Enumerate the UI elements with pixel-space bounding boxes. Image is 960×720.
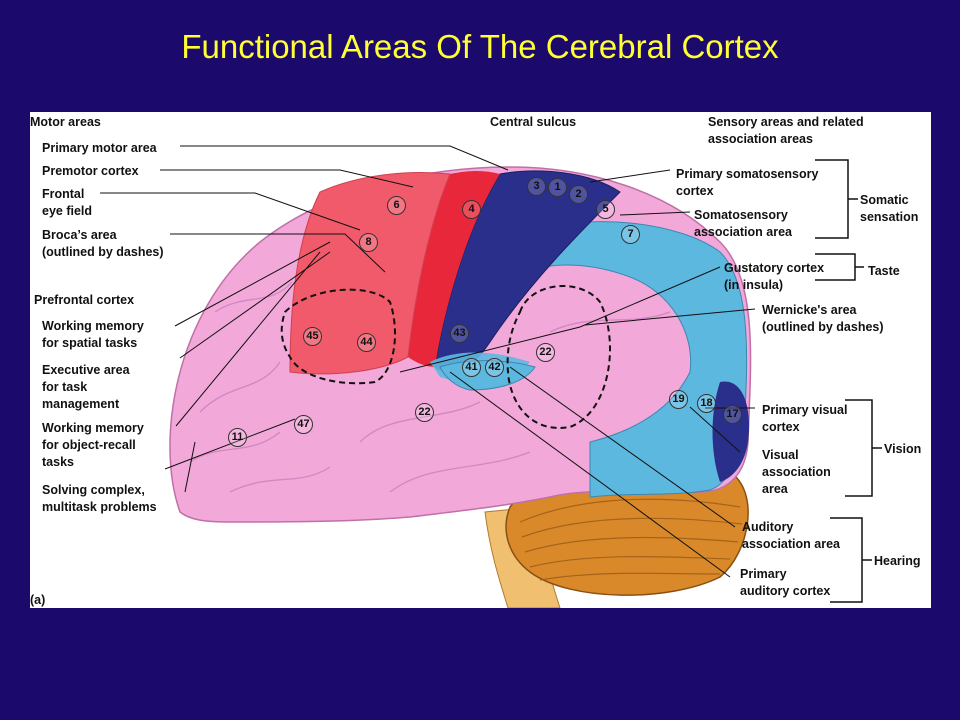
- auditory-association-label: Auditory association area: [742, 520, 840, 551]
- area-number: 43: [450, 324, 469, 343]
- area-number: 8: [359, 233, 378, 252]
- motor-areas-heading: Motor areas: [30, 115, 101, 129]
- bracket-lines: [815, 159, 882, 603]
- primary-motor-strip: [408, 171, 500, 367]
- primary-visual-label: Primary visual cortex: [762, 403, 848, 434]
- area-number: 17: [723, 405, 742, 424]
- somatic-sensation-label: Somatic sensation: [860, 193, 919, 224]
- area-number: 22: [536, 343, 555, 362]
- broca-outline: [280, 288, 396, 385]
- area-number: 18: [697, 394, 716, 413]
- area-number: 2: [569, 185, 588, 204]
- sensory-areas-heading: Sensory areas and related association ar…: [708, 115, 864, 146]
- executive-area-label: Executive area for task management: [42, 363, 130, 411]
- figure-label: (a): [30, 593, 46, 607]
- leader-lines: [100, 145, 756, 578]
- area-number: 7: [621, 225, 640, 244]
- hearing-label: Hearing: [874, 554, 921, 568]
- diagram-panel: Motor areas Central sulcus Sensory areas…: [30, 112, 931, 608]
- association-region: [529, 221, 748, 498]
- area-number: 3: [527, 177, 546, 196]
- page-title: Functional Areas Of The Cerebral Cortex: [181, 28, 779, 65]
- primary-auditory-label: Primary auditory cortex: [740, 567, 831, 598]
- wernicke-outline: [506, 285, 611, 429]
- prefrontal-label: Prefrontal cortex: [34, 293, 135, 307]
- somatosensory-association-label: Somatosensory association area: [694, 208, 792, 239]
- area-number: 42: [485, 358, 504, 377]
- primary-visual-region: [712, 381, 750, 482]
- vision-label: Vision: [884, 442, 922, 456]
- premotor-label: Premotor cortex: [42, 164, 139, 178]
- area-number: 6: [387, 196, 406, 215]
- frontal-eye-field-label: Frontal eye field: [42, 187, 93, 218]
- area-number: 22: [415, 403, 434, 422]
- area-number: 19: [669, 390, 688, 409]
- area-number: 4: [462, 200, 481, 219]
- area-number: 41: [462, 358, 481, 377]
- area-number: 5: [596, 200, 615, 219]
- primary-motor-label: Primary motor area: [42, 141, 157, 155]
- taste-label: Taste: [868, 264, 900, 278]
- gustatory-label: Gustatory cortex (in insula): [724, 261, 825, 292]
- somatosensory-strip: [434, 170, 621, 373]
- wernicke-label: Wernicke's area (outlined by dashes): [762, 303, 884, 334]
- area-number: 47: [294, 415, 313, 434]
- solving-problems-label: Solving complex, multitask problems: [42, 483, 157, 514]
- working-memory-object-label: Working memory for object-recall tasks: [42, 421, 144, 469]
- primary-somatosensory-label: Primary somatosensory cortex: [676, 167, 819, 198]
- area-number: 11: [228, 428, 247, 447]
- brain-illustration: [100, 145, 882, 608]
- broca-label: Broca’s area (outlined by dashes): [42, 228, 164, 259]
- central-sulcus-label: Central sulcus: [490, 115, 577, 129]
- area-number: 1: [548, 178, 567, 197]
- area-number: 45: [303, 327, 322, 346]
- visual-association-label: Visual association area: [762, 448, 831, 496]
- area-number: 44: [357, 333, 376, 352]
- working-memory-spatial-label: Working memory for spatial tasks: [42, 319, 144, 350]
